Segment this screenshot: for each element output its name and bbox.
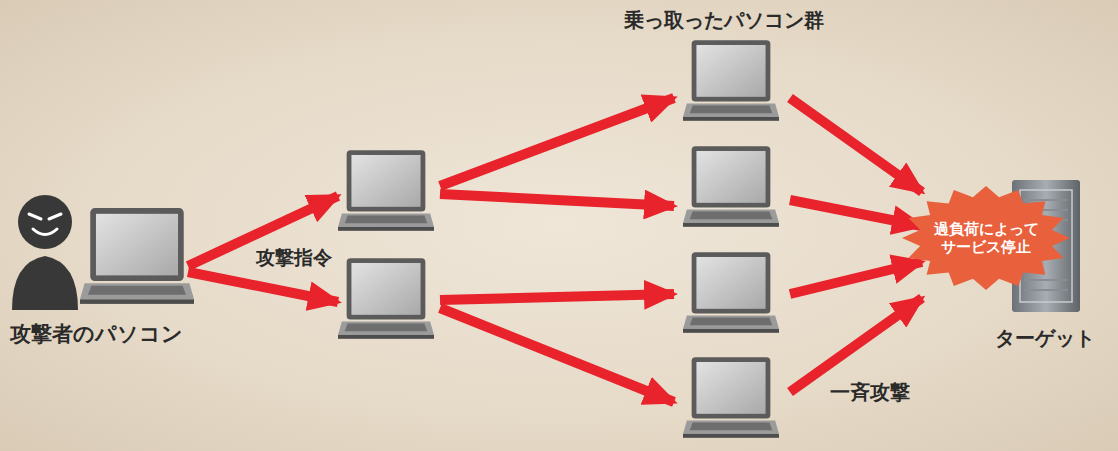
node-label: 攻撃者のパソコン — [10, 322, 183, 347]
attack-arrows — [188, 98, 922, 402]
node-label: ターゲット — [995, 326, 1095, 350]
bot-laptop — [683, 40, 779, 121]
burst-text: 過負荷によってサービス停止 — [932, 220, 1040, 256]
bot-laptop — [683, 252, 779, 333]
bot-laptop — [683, 357, 779, 438]
attacker-laptop — [80, 208, 194, 304]
attack-label: 一斉攻撃 — [830, 380, 910, 404]
burst-node: 過負荷によってサービス停止 — [902, 186, 1070, 290]
command-label: 攻撃指令 — [256, 246, 332, 269]
pc-node: 攻撃者のパソコン — [4, 205, 188, 347]
bot-laptop — [683, 146, 779, 227]
attacker-figure — [12, 195, 78, 310]
group-label: 乗っ取ったパソコン群 — [624, 8, 824, 32]
relay-laptop — [338, 150, 434, 231]
relay-laptop — [338, 258, 434, 339]
